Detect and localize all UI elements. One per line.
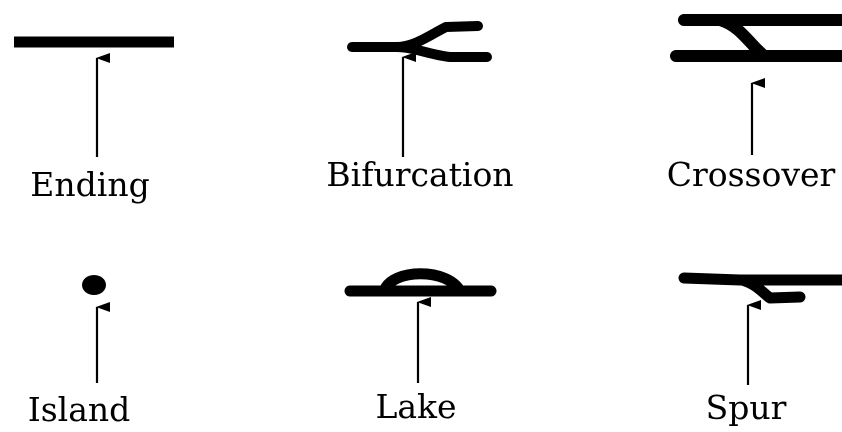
feature-island: Island (28, 275, 131, 429)
feature-bifurcation: Bifurcation (326, 21, 514, 194)
feature-ending: Ending (14, 36, 174, 204)
ending-label: Ending (30, 165, 149, 204)
crossover-label: Crossover (667, 155, 836, 194)
lake-label: Lake (375, 387, 456, 426)
island-label: Island (28, 390, 131, 429)
lake-ridge-shape (344, 268, 497, 297)
feature-lake: Lake (344, 268, 497, 426)
crossover-ridge-shape (670, 14, 842, 62)
feature-spur: Spur (678, 272, 842, 427)
spur-ridge-shape (678, 272, 842, 304)
spur-label: Spur (706, 388, 787, 427)
bifurcation-ridge-shape (347, 21, 492, 62)
bifurcation-label: Bifurcation (326, 155, 513, 194)
feature-crossover: Crossover (667, 14, 842, 194)
island-ridge-shape (82, 275, 106, 295)
